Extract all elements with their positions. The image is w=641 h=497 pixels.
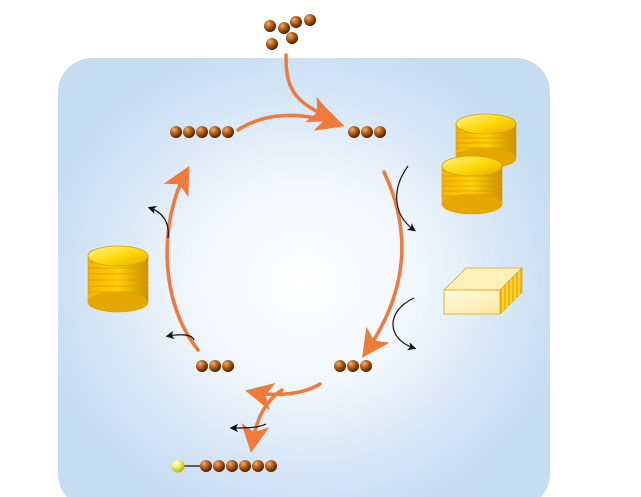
bead-icon bbox=[196, 360, 208, 372]
bead-group-top-input-cluster bbox=[264, 14, 316, 50]
cycle-arrow-bottom bbox=[245, 382, 322, 411]
side-arrow-right-lower bbox=[392, 297, 417, 351]
side-arrow-output bbox=[229, 423, 267, 433]
bead-icon bbox=[222, 126, 234, 138]
bead-icon bbox=[209, 360, 221, 372]
cycle-arrow-left bbox=[163, 165, 200, 352]
bead-icon bbox=[334, 360, 346, 372]
bead-group-bottom-right bbox=[334, 360, 372, 372]
bead-icon bbox=[196, 126, 208, 138]
bead-icon bbox=[209, 126, 221, 138]
bead-icon bbox=[266, 38, 278, 50]
yellow-terminal-bead-icon bbox=[171, 459, 185, 473]
bead-icon bbox=[252, 460, 264, 472]
bead-icon bbox=[348, 126, 360, 138]
bead-icon bbox=[226, 460, 238, 472]
side-arrow-left-upper bbox=[147, 205, 169, 239]
side-arrow-right-upper bbox=[396, 165, 416, 232]
cycle-arrow-right bbox=[362, 170, 404, 358]
cycle-arrow-top bbox=[236, 104, 345, 132]
bead-group-bottom-left bbox=[196, 360, 234, 372]
bead-icon bbox=[264, 20, 276, 32]
bead-group-top-right bbox=[348, 126, 386, 138]
bead-group-output-chain bbox=[171, 459, 277, 473]
bead-icon bbox=[239, 460, 251, 472]
bead-icon bbox=[170, 126, 182, 138]
striped-block-icon bbox=[443, 267, 523, 315]
side-arrow-left-lower bbox=[165, 330, 195, 341]
bead-icon bbox=[200, 460, 212, 472]
bead-icon bbox=[374, 126, 386, 138]
bead-icon bbox=[304, 14, 316, 26]
bead-icon bbox=[183, 126, 195, 138]
bead-icon bbox=[278, 22, 290, 34]
bead-icon bbox=[222, 360, 234, 372]
side-arrows bbox=[147, 165, 417, 433]
output-arrow bbox=[241, 388, 284, 453]
bead-icon bbox=[213, 460, 225, 472]
bead-icon bbox=[361, 126, 373, 138]
bead-icon bbox=[290, 16, 302, 28]
bead-group-top-left bbox=[170, 126, 234, 138]
bead-icon bbox=[286, 32, 298, 44]
bead-icon bbox=[360, 360, 372, 372]
bead-icon bbox=[265, 460, 277, 472]
coin-stack-icon bbox=[87, 245, 149, 313]
cycle-arrows bbox=[163, 53, 404, 453]
bead-icon bbox=[347, 360, 359, 372]
coin-stack-icon bbox=[441, 155, 503, 215]
